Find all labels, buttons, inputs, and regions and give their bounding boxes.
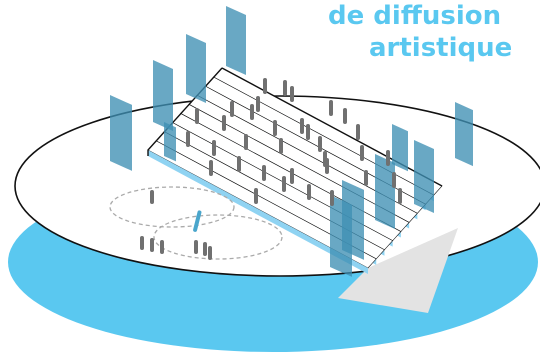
person-figure bbox=[300, 118, 304, 134]
person-figure bbox=[307, 184, 311, 200]
title-line-2: artistique bbox=[369, 33, 513, 63]
tier-riser bbox=[148, 150, 368, 274]
person-figure bbox=[195, 108, 199, 124]
tier-profile bbox=[147, 140, 157, 156]
person-figure bbox=[364, 170, 368, 186]
person-figure bbox=[356, 124, 360, 140]
glass-panel bbox=[226, 6, 246, 75]
title-line-1: de diffusion bbox=[328, 1, 502, 31]
person-figure bbox=[325, 158, 329, 174]
person-figure bbox=[222, 115, 226, 131]
person-figure bbox=[279, 138, 283, 154]
person-figure bbox=[254, 188, 258, 204]
person-figure bbox=[262, 165, 266, 181]
glass-panel bbox=[164, 122, 176, 162]
person-figure bbox=[244, 134, 248, 150]
glass-panel bbox=[455, 102, 473, 167]
person-figure bbox=[290, 168, 294, 184]
person-figure bbox=[237, 156, 241, 172]
glass-panel bbox=[392, 124, 408, 172]
glass-panel bbox=[414, 140, 434, 213]
tier-shadow bbox=[338, 228, 458, 313]
person-figure bbox=[282, 176, 286, 192]
person-figure bbox=[392, 172, 396, 188]
person-figure bbox=[209, 160, 213, 176]
person-figure bbox=[398, 188, 402, 204]
person-figure bbox=[318, 136, 322, 152]
person-figure bbox=[160, 240, 164, 254]
person-figure bbox=[256, 96, 260, 112]
person-figure bbox=[193, 210, 202, 232]
dashed-circle bbox=[153, 214, 283, 260]
dashed-circle-group bbox=[109, 186, 283, 260]
glass-panel bbox=[330, 195, 352, 277]
glass-panel bbox=[186, 34, 206, 103]
person-figure bbox=[140, 236, 144, 250]
glass-panel bbox=[153, 60, 173, 131]
person-figure bbox=[329, 100, 333, 116]
person-figure bbox=[230, 101, 234, 117]
person-figure bbox=[263, 78, 267, 94]
glass-panel bbox=[110, 95, 132, 171]
person-figure bbox=[203, 242, 207, 256]
vertical-panels bbox=[110, 6, 473, 277]
person-figure bbox=[250, 104, 254, 120]
person-figure bbox=[194, 240, 198, 254]
person-figure bbox=[150, 190, 154, 204]
person-figure bbox=[330, 190, 334, 206]
dashed-circle bbox=[109, 186, 235, 228]
person-figure bbox=[212, 140, 216, 156]
person-figure bbox=[186, 131, 190, 147]
people-figures bbox=[140, 78, 402, 260]
person-figure bbox=[208, 246, 212, 260]
person-figure bbox=[343, 108, 347, 124]
person-figure bbox=[360, 145, 364, 161]
person-figure bbox=[386, 150, 390, 166]
person-figure bbox=[283, 80, 287, 96]
person-figure bbox=[273, 120, 277, 136]
person-figure bbox=[290, 86, 294, 102]
person-figure bbox=[306, 124, 310, 140]
glass-panel bbox=[375, 154, 395, 229]
person-figure bbox=[150, 238, 154, 252]
